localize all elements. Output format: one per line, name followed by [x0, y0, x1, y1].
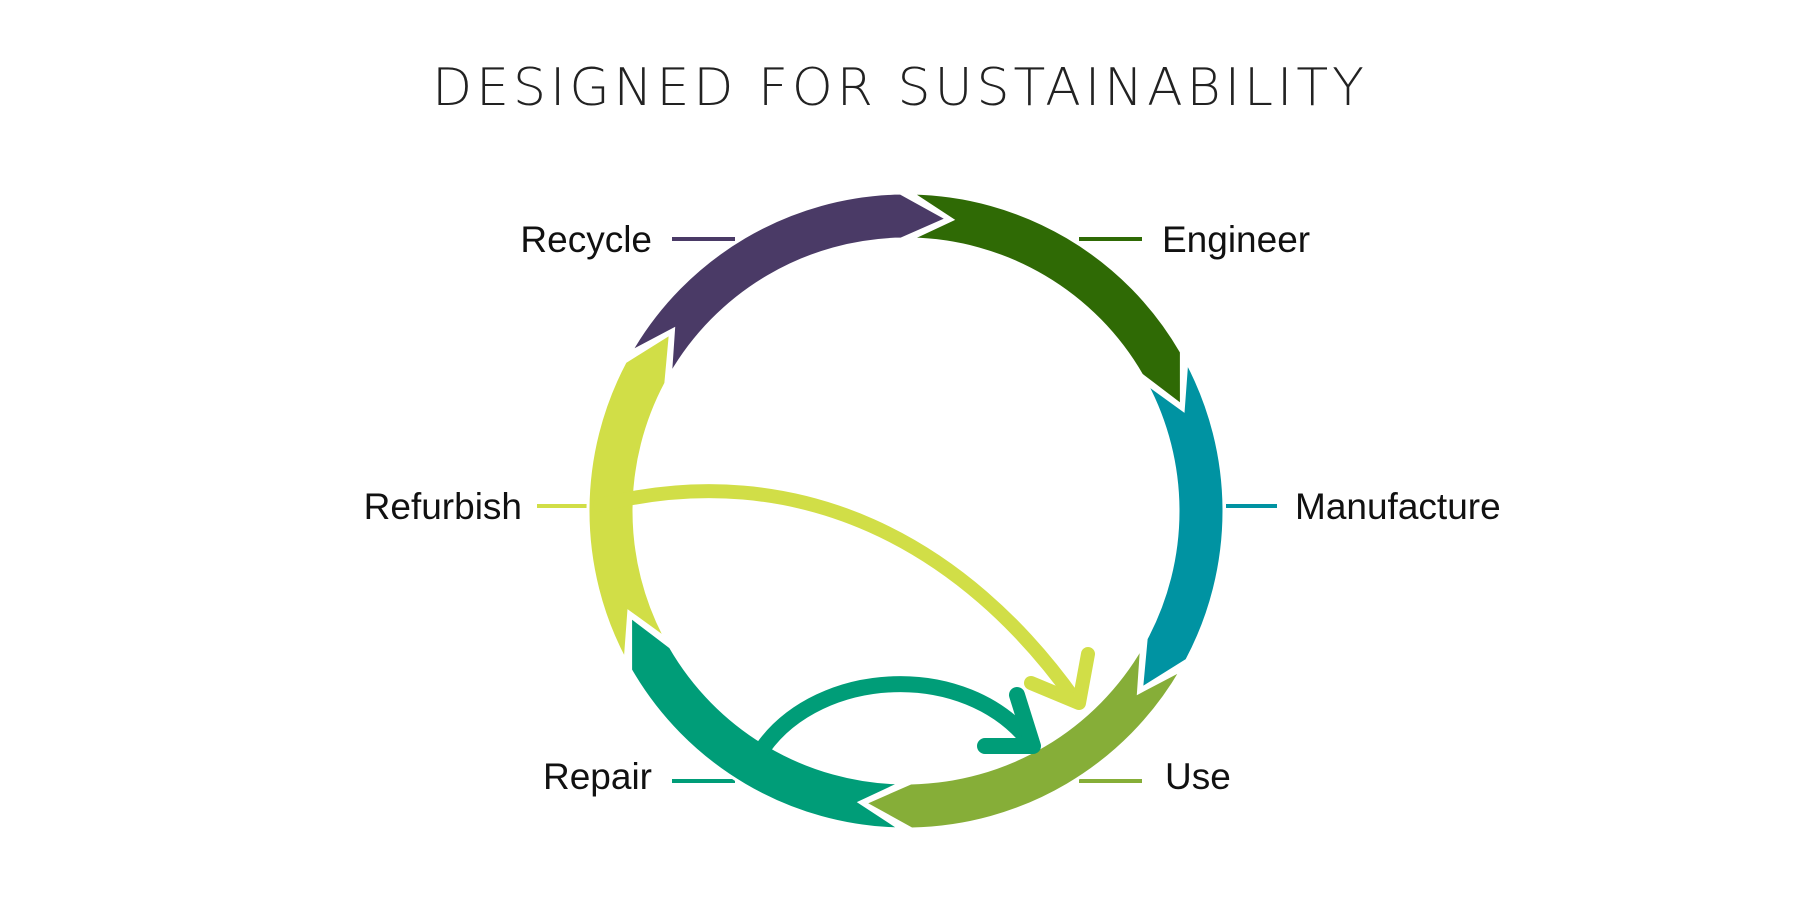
label-use: Use	[1165, 756, 1231, 797]
stage-arrow-recycle	[626, 191, 951, 376]
stage-arrow-use	[861, 646, 1186, 831]
label-engineer: Engineer	[1162, 219, 1311, 260]
shortcut-arrow-refurbish-to-use	[593, 484, 1082, 707]
diagram-title: DESIGNED FOR SUSTAINABILITY	[432, 58, 1368, 118]
label-manufacture: Manufacture	[1295, 486, 1501, 527]
stage-arrow-manufacture	[1139, 356, 1226, 692]
label-recycle: Recycle	[520, 219, 652, 260]
shortcut-arrow-repair-to-use	[755, 676, 1038, 756]
label-refurbish: Refurbish	[363, 486, 522, 527]
stage-arrow-repair	[629, 613, 906, 831]
shortcut-arrowhead-repair-to-use	[977, 687, 1041, 754]
label-repair: Repair	[543, 756, 652, 797]
shortcut-arrowhead-refurbish-to-use	[1024, 647, 1095, 710]
stage-arrow-engineer	[906, 191, 1183, 409]
